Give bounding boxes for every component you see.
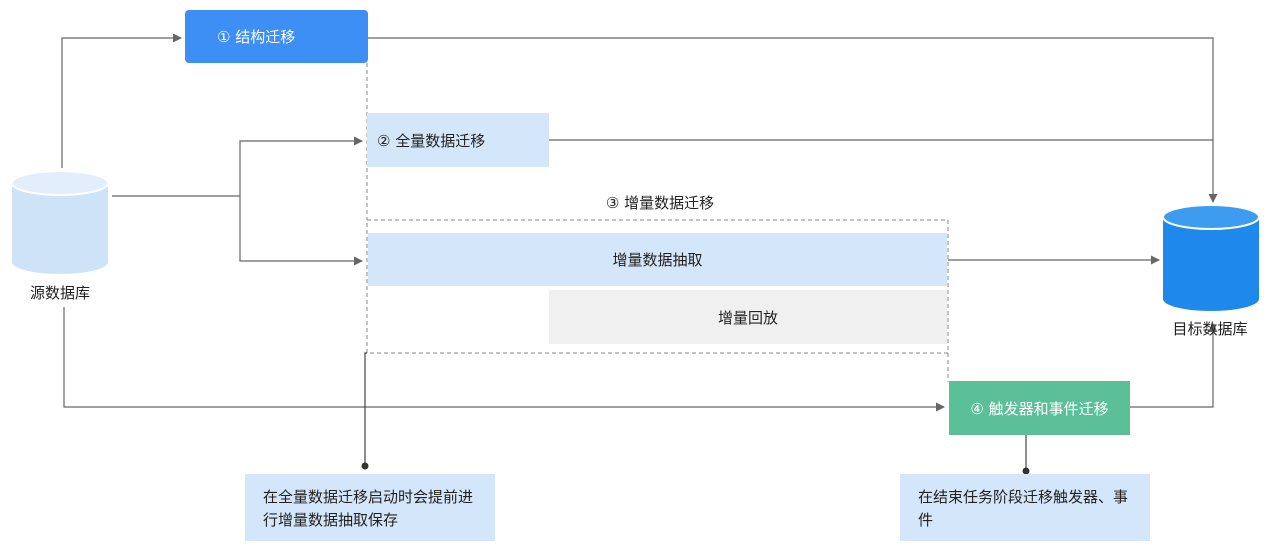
step2-box: ② 全量数据迁移 (367, 113, 549, 167)
step3-replay-box: 增量回放 (549, 290, 947, 344)
step3-extract-label: 增量数据抽取 (612, 251, 703, 269)
step4-label: ④ 触发器和事件迁移 (970, 399, 1109, 418)
step1-box: ① 结构迁移 (185, 10, 368, 63)
flow-trunk-to-step2 (239, 136, 363, 196)
source-db-icon (11, 170, 109, 274)
source-db-label: 源数据库 (29, 284, 90, 302)
flow-source-to-step1 (61, 33, 182, 168)
note-right-dot (1022, 467, 1030, 475)
step3-title: ③ 增量数据迁移 (605, 194, 715, 212)
step3-dashed-frame (366, 219, 949, 354)
target-db-label: 目标数据库 (1172, 320, 1248, 338)
target-db-icon (1162, 204, 1260, 311)
step1-label: ① 结构迁移 (217, 28, 296, 46)
flow-source-to-step4 (63, 307, 945, 412)
note-right: 在结束任务阶段迁移触发器、事件 (900, 474, 1150, 541)
step4-box: ④ 触发器和事件迁移 (949, 381, 1130, 435)
note-left-text: 在全量数据迁移启动时会提前进行增量数据抽取保存 (263, 488, 474, 529)
flow-step1-to-target (368, 37, 1218, 203)
step2-label: ② 全量数据迁移 (377, 131, 486, 150)
flow-step4-to-target (1130, 323, 1218, 408)
step3-replay-label: 增量回放 (717, 308, 778, 327)
note-left-dot (361, 462, 369, 470)
note-right-text: 在结束任务阶段迁移触发器、事件 (918, 488, 1129, 529)
step3-extract-box: 增量数据抽取 (368, 233, 947, 286)
note-left-connector (364, 352, 367, 466)
note-left: 在全量数据迁移启动时会提前进行增量数据抽取保存 (245, 474, 495, 541)
flow-trunk-to-step3 (239, 196, 363, 266)
